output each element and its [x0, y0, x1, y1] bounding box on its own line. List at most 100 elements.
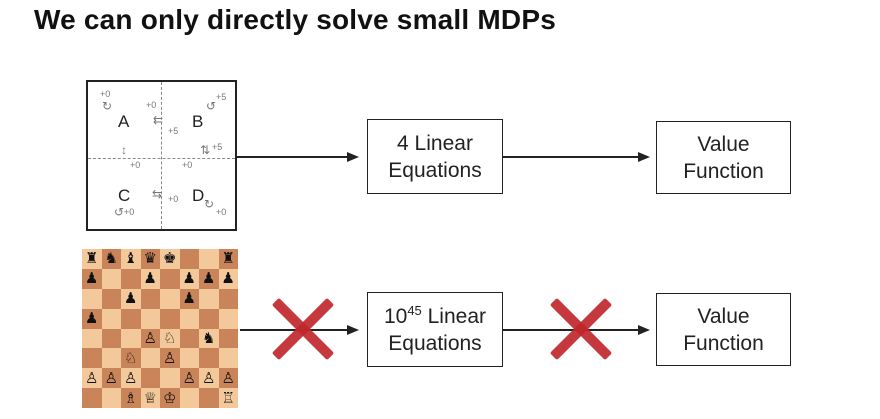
reward-label: +0	[216, 207, 227, 217]
chess-square	[82, 348, 102, 369]
chess-square	[101, 388, 121, 408]
value-function-box: Value Function	[656, 293, 791, 366]
chess-piece-icon: ♙	[124, 368, 138, 387]
chess-square: ♟	[121, 288, 141, 309]
chess-piece-icon: ♟	[182, 289, 196, 308]
chess-board: ♜♞♝♛♚♜♟♟♟♟♟♟♟♟♙♘♞♘♙♙♙♙♙♙♙♗♕♔♖	[82, 249, 238, 408]
chess-square: ♘	[160, 328, 180, 349]
cross-mark-icon	[270, 296, 336, 362]
reward-label: +5	[216, 92, 227, 102]
chess-square: ♚	[160, 249, 180, 269]
chess-piece-icon: ♝	[124, 249, 138, 268]
linear-equations-box: 1045 Linear Equations	[367, 292, 503, 367]
chess-square	[199, 388, 219, 408]
chess-square: ♟	[179, 288, 199, 309]
chess-square: ♔	[160, 388, 180, 408]
value-function-box: Value Function	[656, 121, 791, 194]
box-label-line: Value	[697, 132, 750, 156]
state-d: D	[192, 186, 205, 205]
chess-square	[179, 328, 199, 349]
loop-arrow-icon: ↺	[114, 205, 125, 219]
chess-square	[218, 348, 238, 369]
loop-arrow-icon: ↺	[206, 99, 217, 113]
chess-square	[101, 348, 121, 369]
arrow-head	[347, 151, 359, 162]
chess-square: ♟	[218, 268, 238, 289]
chess-piece-icon: ♙	[85, 368, 99, 387]
arrow-line	[503, 329, 638, 331]
chess-square: ♛	[140, 249, 160, 269]
linear-equations-box: 4 Linear Equations	[367, 119, 503, 194]
grid-divider-vertical	[161, 82, 162, 229]
chess-square	[179, 388, 199, 408]
chess-piece-icon: ♔	[163, 388, 177, 407]
arrow-line	[503, 156, 638, 158]
chess-square	[140, 288, 160, 309]
chess-square	[179, 249, 199, 269]
chess-square: ♕	[140, 388, 160, 408]
chess-piece-icon: ♘	[163, 328, 177, 347]
reward-label: +0	[146, 100, 157, 110]
chess-piece-icon: ♚	[163, 249, 177, 268]
chess-square: ♟	[82, 268, 102, 289]
chess-square	[218, 288, 238, 309]
chess-piece-icon: ♖	[221, 388, 235, 407]
chess-piece-icon: ♙	[202, 368, 216, 387]
chess-square: ♙	[218, 368, 238, 389]
chess-square: ♘	[121, 348, 141, 369]
chess-square	[101, 308, 121, 329]
chess-square	[160, 308, 180, 329]
chess-piece-icon: ♟	[85, 269, 99, 288]
chess-piece-icon: ♙	[143, 328, 157, 347]
chess-square	[199, 348, 219, 369]
reward-label: +0	[100, 89, 111, 99]
chess-square	[160, 288, 180, 309]
arrow-head	[638, 324, 650, 335]
box-label-line: 4 Linear	[397, 131, 473, 155]
chess-square	[160, 268, 180, 289]
chess-square: ♞	[101, 249, 121, 269]
box-label-line: 1045 Linear	[383, 302, 487, 328]
chess-square	[199, 308, 219, 329]
chess-piece-icon: ♟	[124, 289, 138, 308]
chess-square	[82, 388, 102, 408]
chess-piece-icon: ♙	[182, 368, 196, 387]
chess-square	[101, 268, 121, 289]
chess-piece-icon: ♙	[163, 348, 177, 367]
chess-square	[218, 328, 238, 349]
chess-square: ♙	[199, 368, 219, 389]
chess-square: ♙	[82, 368, 102, 389]
arrow-line	[237, 156, 347, 158]
chess-square	[101, 328, 121, 349]
left-right-arrow-icon: ⇆	[152, 187, 163, 201]
chess-piece-icon: ♟	[85, 309, 99, 328]
reward-label: +0	[130, 160, 141, 170]
chess-square	[199, 288, 219, 309]
chess-piece-icon: ♞	[104, 249, 118, 268]
chess-square: ♜	[218, 249, 238, 269]
chess-piece-icon: ♟	[221, 269, 235, 288]
chess-piece-icon: ♛	[143, 249, 157, 268]
up-down-arrow-icon: ⇅	[200, 143, 211, 157]
chess-square: ♙	[160, 348, 180, 369]
chess-square: ♝	[121, 249, 141, 269]
chess-piece-icon: ♕	[143, 388, 157, 407]
reward-label: +0	[168, 194, 179, 204]
chess-square	[121, 268, 141, 289]
chess-square: ♖	[218, 388, 238, 408]
chess-piece-icon: ♜	[85, 249, 99, 268]
chess-piece-icon: ♙	[221, 368, 235, 387]
box-label-line: Equations	[388, 158, 482, 182]
chess-square: ♙	[101, 368, 121, 389]
chess-square	[179, 308, 199, 329]
chess-piece-icon: ♟	[202, 269, 216, 288]
chess-square	[140, 308, 160, 329]
chess-piece-icon: ♟	[143, 269, 157, 288]
box-label-line: Value	[697, 304, 750, 328]
state-a: A	[118, 112, 130, 131]
chess-square: ♞	[199, 328, 219, 349]
chess-square: ♜	[82, 249, 102, 269]
state-b: B	[192, 112, 204, 131]
chess-square	[82, 288, 102, 309]
